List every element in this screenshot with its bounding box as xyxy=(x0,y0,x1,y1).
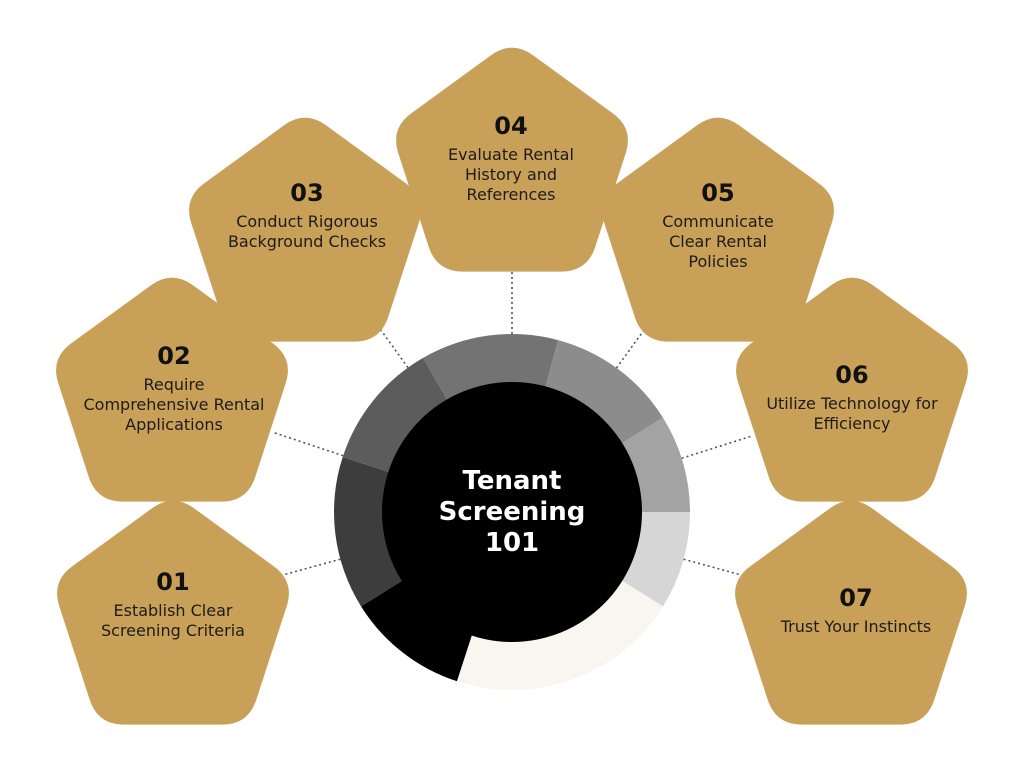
step-06: 06 Utilize Technology for Efficiency xyxy=(752,360,952,434)
step-label: Trust Your Instincts xyxy=(780,617,932,636)
ring-segment xyxy=(361,579,473,682)
pentagon-06 xyxy=(736,277,968,502)
ring-segment xyxy=(456,579,663,691)
step-number: 02 xyxy=(157,342,191,370)
step-01: 01 Establish Clear Screening Criteria xyxy=(78,567,268,641)
ring-segment xyxy=(545,340,663,445)
step-05: 05 Communicate Clear Rental Policies xyxy=(623,178,813,272)
step-number: 07 xyxy=(839,584,873,612)
connector-06 xyxy=(681,435,753,460)
step-label: Utilize Technology for Efficiency xyxy=(766,394,938,433)
step-number: 03 xyxy=(290,179,324,207)
connector-07 xyxy=(683,558,753,579)
connector-01 xyxy=(271,558,341,579)
pentagon-03 xyxy=(189,117,421,342)
step-04: 04 Evaluate Rental History and Reference… xyxy=(416,111,606,205)
step-label: Evaluate Rental History and References xyxy=(448,145,574,204)
progress-ring xyxy=(334,334,690,691)
ring-segment xyxy=(334,456,404,607)
connector-02 xyxy=(271,431,344,457)
pentagons xyxy=(56,47,968,725)
step-number: 01 xyxy=(156,568,190,596)
step-label: Conduct Rigorous Background Checks xyxy=(227,212,387,251)
step-label: Establish Clear Screening Criteria xyxy=(101,601,245,640)
step-07: 07 Trust Your Instincts xyxy=(751,583,961,637)
pentagon-04 xyxy=(396,47,628,272)
ring-segment xyxy=(342,357,448,473)
pentagon-07 xyxy=(735,500,967,725)
step-number: 05 xyxy=(701,179,735,207)
step-02: 02 Require Comprehensive Rental Applicat… xyxy=(74,341,274,435)
pentagon-02 xyxy=(56,277,288,502)
pentagon-05 xyxy=(602,117,834,342)
pentagon-01 xyxy=(57,500,289,725)
step-03: 03 Conduct Rigorous Background Checks xyxy=(212,178,402,252)
step-number: 06 xyxy=(835,361,869,389)
step-number: 04 xyxy=(494,112,528,140)
center-disc xyxy=(382,382,642,642)
step-label: Require Comprehensive Rental Application… xyxy=(83,375,265,434)
step-label: Communicate Clear Rental Policies xyxy=(662,212,774,271)
center-title: Tenant Screening 101 xyxy=(438,466,586,558)
